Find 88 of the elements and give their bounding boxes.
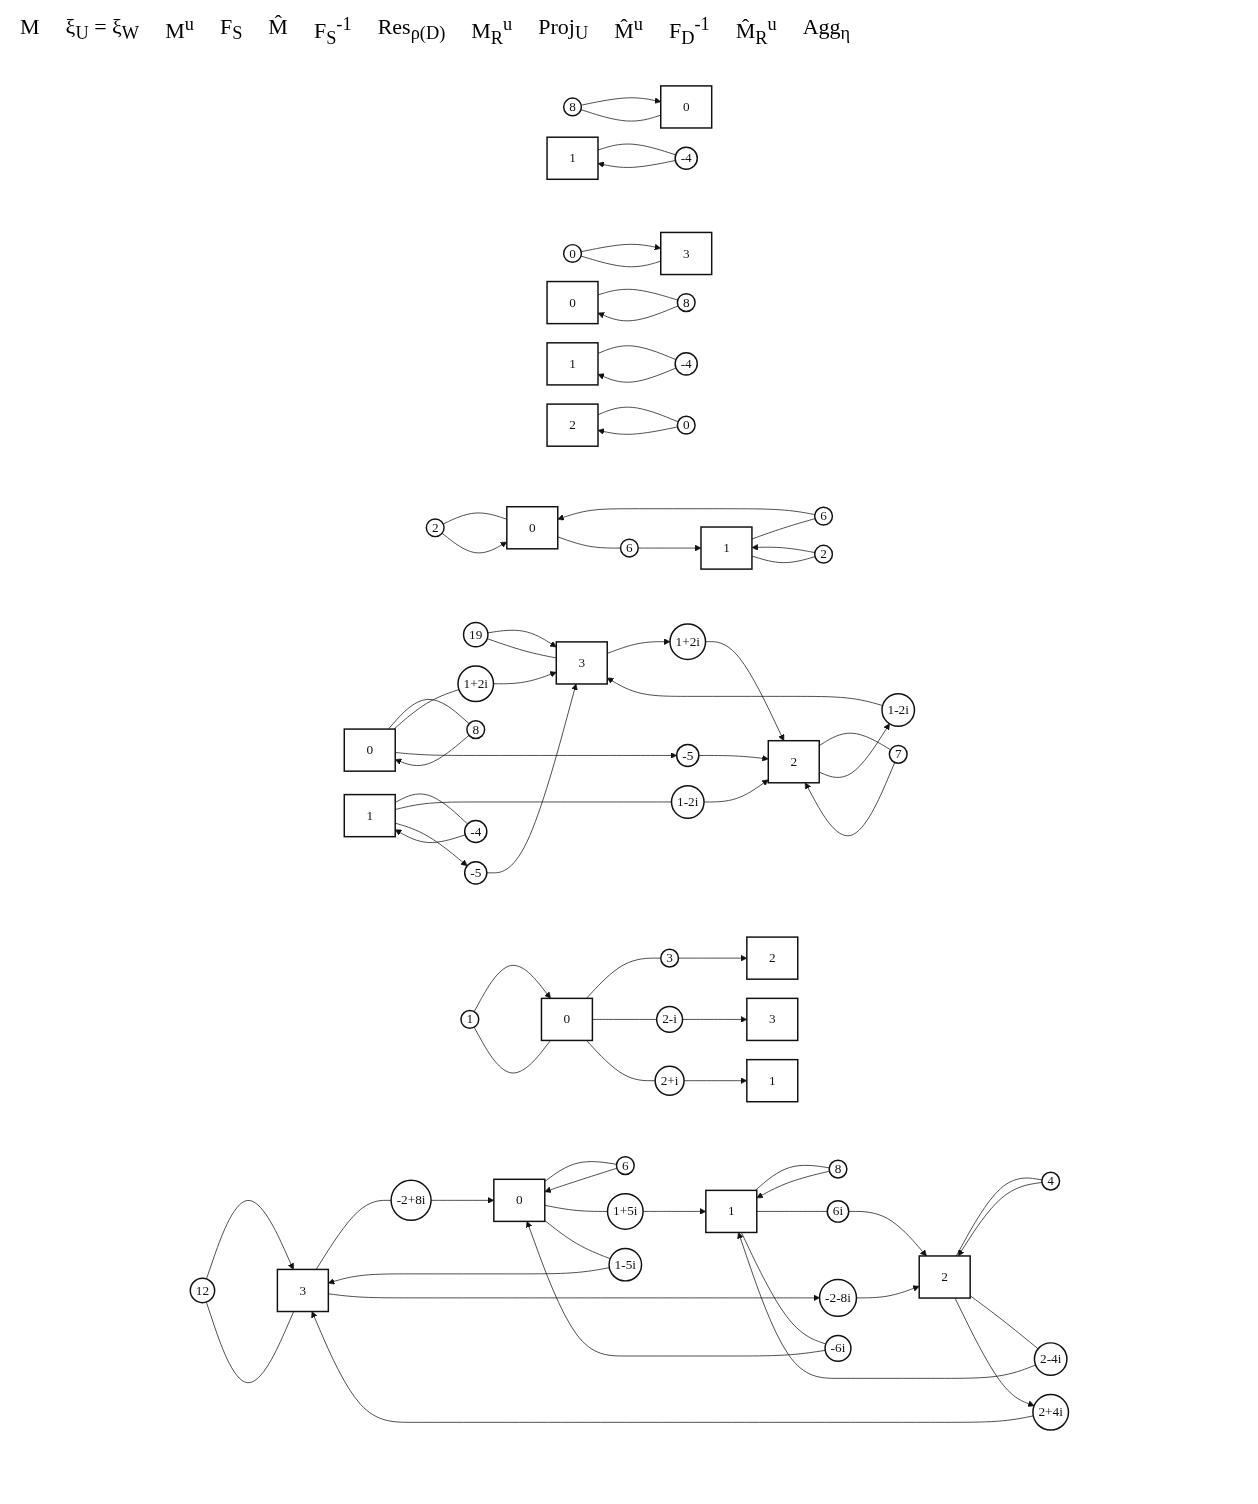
node-box: 1	[699, 526, 753, 570]
node-circle: -5	[675, 743, 700, 767]
connector	[473, 1026, 551, 1074]
node-circle: 1+2i	[456, 665, 494, 703]
node-box: 1	[545, 341, 599, 386]
node-circle: 0	[676, 415, 696, 435]
node-circle: 0	[562, 243, 582, 263]
connector	[597, 143, 676, 155]
node-circle: 8	[465, 719, 485, 739]
node-circle: -6i	[823, 1334, 852, 1362]
node-box: 2	[545, 403, 599, 447]
node-circle: 2-4i	[1033, 1341, 1068, 1376]
diagram-label: Proj$_{U}$	[538, 14, 589, 46]
node-circle: 6i	[826, 1199, 850, 1223]
node-circle: 12	[189, 1277, 215, 1304]
node-circle: 4	[1040, 1171, 1060, 1191]
connector	[756, 1210, 828, 1212]
node-box: 1	[745, 1058, 799, 1103]
diagram-label: M̂$^{u}$	[614, 14, 643, 46]
connector	[580, 255, 661, 267]
node-circle: -2+8i	[390, 1179, 432, 1221]
connector	[969, 1295, 1039, 1349]
node-circle: 1-2i	[880, 692, 915, 727]
node-box: 3	[555, 640, 608, 685]
node-box: 0	[505, 505, 559, 550]
node-circle: 2	[425, 517, 445, 538]
diagram-label: ξ$_{U}$ = ξ$_{W}$	[65, 14, 140, 46]
node-box: 1	[343, 793, 396, 838]
connector	[387, 698, 470, 730]
node-circle: 6	[619, 538, 639, 558]
node-circle: 8	[828, 1159, 848, 1179]
connector	[205, 1301, 294, 1383]
node-circle: -5	[463, 860, 488, 885]
connector	[818, 732, 891, 750]
connector	[394, 801, 672, 810]
connector	[751, 517, 816, 540]
node-circle: 2+4i	[1031, 1393, 1069, 1431]
node-box: 0	[343, 728, 396, 772]
node-box: 2	[918, 1254, 971, 1299]
node-box: 3	[745, 997, 799, 1041]
node-circle: -4	[674, 146, 698, 170]
diagram-label: Res$_{ρ(D)}$	[377, 14, 446, 46]
node-circle: 1-5i	[607, 1247, 642, 1282]
node-circle: 8	[562, 97, 582, 117]
connector	[557, 536, 621, 549]
node-circle: 1+5i	[606, 1192, 644, 1230]
node-circle: 1	[459, 1009, 480, 1029]
node-box: 1	[545, 136, 599, 180]
connector	[751, 555, 816, 563]
connector	[442, 512, 507, 525]
diagram-label: M	[20, 14, 40, 41]
node-circle: -2-8i	[818, 1278, 857, 1317]
connector	[597, 406, 678, 422]
diagram-label: Agg$_{η}$	[802, 14, 851, 46]
node-circle: 19	[462, 621, 489, 648]
connector	[597, 288, 678, 301]
diagram-label: F$_{S}$	[219, 14, 243, 46]
node-circle: 2	[813, 544, 833, 564]
node-box: 3	[659, 231, 713, 275]
node-circle: 8	[676, 292, 696, 312]
node-circle: 6	[813, 506, 833, 526]
diagram-label: M̂	[268, 14, 288, 41]
connector	[393, 688, 459, 730]
node-circle: 2+i	[654, 1065, 685, 1096]
node-circle: 7	[888, 744, 908, 764]
node-box: 2	[745, 936, 799, 980]
connector	[394, 793, 468, 825]
diagram-label: M$^{u}$	[165, 14, 194, 46]
connector	[544, 1204, 608, 1212]
node-circle: -4	[463, 819, 488, 844]
node-circle: 1+2i	[668, 622, 706, 660]
node-box: 0	[492, 1178, 546, 1222]
node-circle: 3	[659, 948, 679, 968]
node-circle: 6	[615, 1155, 635, 1175]
connector	[580, 109, 661, 122]
node-box: 2	[767, 739, 820, 784]
node-box: 3	[276, 1268, 329, 1312]
node-box: 1	[704, 1189, 758, 1233]
node-circle: -4	[674, 351, 698, 376]
node-circle: 2-i	[655, 1005, 683, 1033]
node-box: 0	[545, 280, 599, 325]
connector	[585, 957, 661, 999]
connector	[740, 1231, 826, 1345]
connector	[544, 1161, 617, 1182]
node-box: 0	[659, 84, 713, 129]
node-box: 0	[540, 997, 593, 1041]
connector	[597, 345, 676, 360]
node-circle: 1-2i	[670, 784, 705, 819]
